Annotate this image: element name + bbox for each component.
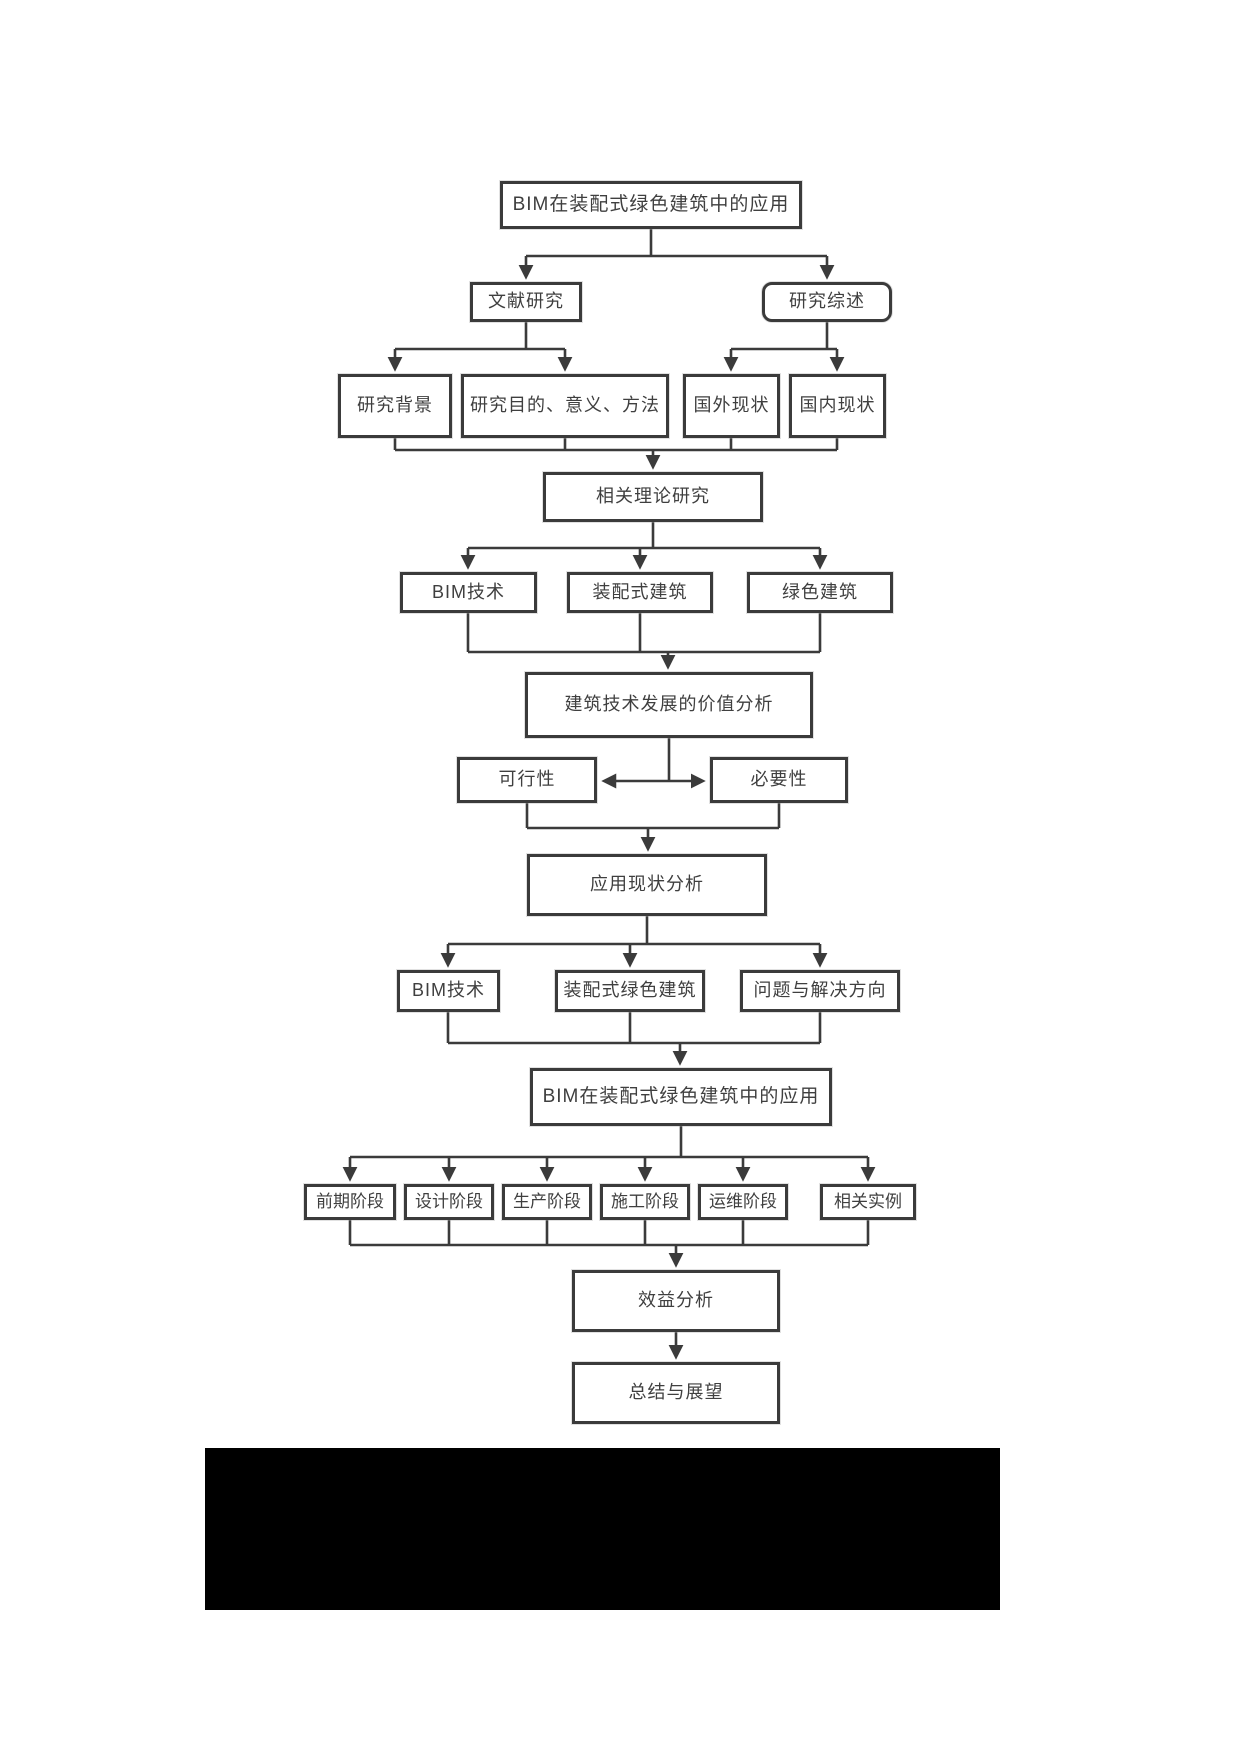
redacted-block bbox=[205, 1448, 1000, 1610]
flow-node-bim-tech-theory: BIM技术 bbox=[400, 572, 537, 613]
flow-node-research-purpose: 研究目的、意义、方法 bbox=[461, 374, 669, 438]
flow-node-theory-research: 相关理论研究 bbox=[543, 472, 763, 522]
flow-node-top-title: BIM在装配式绿色建筑中的应用 bbox=[500, 181, 802, 229]
flow-node-summary-outlook: 总结与展望 bbox=[572, 1362, 780, 1424]
flow-node-benefit-analysis: 效益分析 bbox=[572, 1270, 780, 1332]
flow-node-prefab-building: 装配式建筑 bbox=[567, 572, 713, 613]
flow-node-stage-construction: 施工阶段 bbox=[600, 1184, 690, 1220]
flow-node-overseas-status: 国外现状 bbox=[683, 374, 780, 438]
flow-node-feasibility: 可行性 bbox=[457, 757, 597, 803]
flow-node-value-analysis: 建筑技术发展的价值分析 bbox=[525, 672, 813, 738]
flow-node-research-background: 研究背景 bbox=[338, 374, 452, 438]
flow-node-literature-research: 文献研究 bbox=[470, 282, 582, 322]
flow-node-domestic-status: 国内现状 bbox=[789, 374, 886, 438]
flow-node-stage-early: 前期阶段 bbox=[304, 1184, 396, 1220]
flow-node-prefab-green-building: 装配式绿色建筑 bbox=[555, 970, 705, 1012]
flow-node-problems-solutions: 问题与解决方向 bbox=[740, 970, 900, 1012]
flow-node-related-examples: 相关实例 bbox=[820, 1184, 916, 1220]
flow-node-necessity: 必要性 bbox=[710, 757, 848, 803]
flow-node-bim-application: BIM在装配式绿色建筑中的应用 bbox=[530, 1068, 832, 1126]
flow-node-stage-design: 设计阶段 bbox=[404, 1184, 494, 1220]
flow-node-research-review: 研究综述 bbox=[762, 282, 892, 322]
flow-node-stage-production: 生产阶段 bbox=[502, 1184, 592, 1220]
flow-node-stage-operation: 运维阶段 bbox=[698, 1184, 788, 1220]
flow-node-application-status: 应用现状分析 bbox=[527, 854, 767, 916]
flow-node-bim-tech-status: BIM技术 bbox=[397, 970, 500, 1012]
flow-node-green-building: 绿色建筑 bbox=[747, 572, 893, 613]
